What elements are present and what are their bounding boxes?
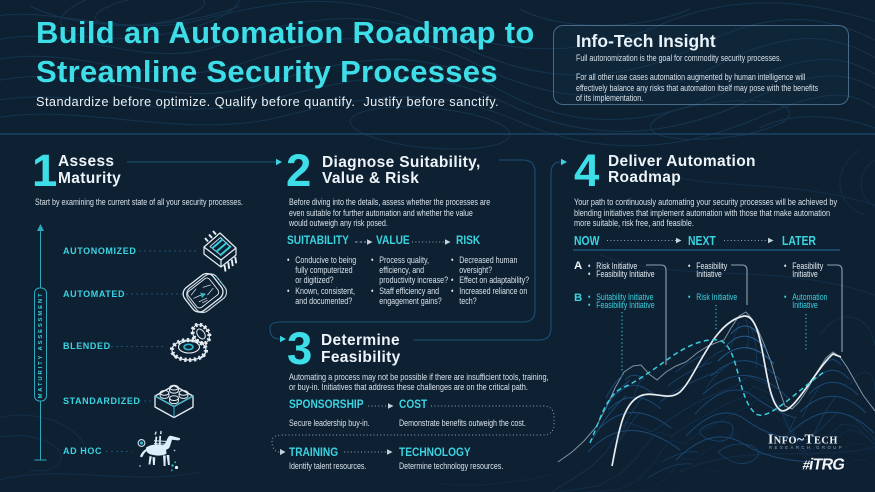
svg-text:#iTRG: #iTRG xyxy=(801,456,846,474)
svg-text:RESEARCH GROUP: RESEARCH GROUP xyxy=(769,445,844,450)
svg-text:INFO~TECH: INFO~TECH xyxy=(768,432,838,447)
